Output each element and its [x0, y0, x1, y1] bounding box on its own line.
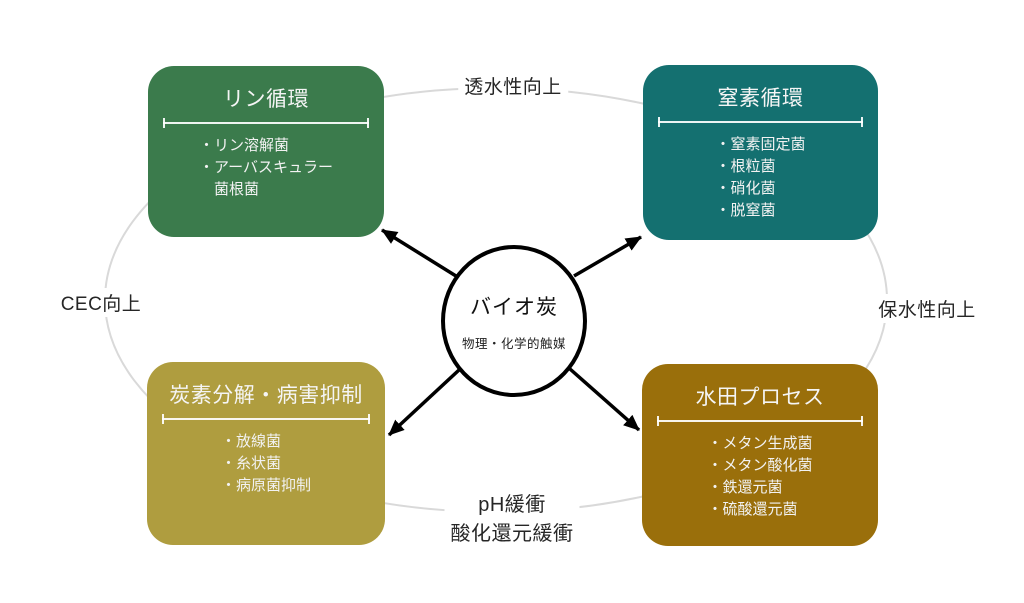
- title-divider: [658, 117, 863, 127]
- list-item: ・脱窒菌: [715, 202, 776, 219]
- edge-label-bottom-line2: 酸化還元緩衝: [450, 523, 574, 545]
- node-nitrogen-title: 窒素循環: [717, 87, 804, 110]
- center-node-biochar: バイオ炭 物理・化学的触媒: [441, 245, 587, 397]
- center-subtitle: 物理・化学的触媒: [461, 336, 566, 351]
- node-carbon-decomposition: 炭素分解・病害抑制 ・放線菌・糸状菌・病原菌抑制: [147, 362, 385, 545]
- list-item: ・放線菌: [220, 433, 281, 450]
- list-item: ・硫酸還元菌: [707, 501, 798, 518]
- list-item: ・糸状菌: [220, 455, 281, 472]
- node-nitrogen-cycle: 窒素循環 ・窒素固定菌・根粒菌・硝化菌・脱窒菌: [643, 65, 878, 240]
- title-divider: [162, 414, 370, 424]
- node-paddy-process: 水田プロセス ・メタン生成菌・メタン酸化菌・鉄還元菌・硫酸還元菌: [642, 364, 878, 546]
- list-item: ・鉄還元菌: [707, 479, 783, 496]
- edge-label-right: 保水性向上: [872, 294, 982, 323]
- arrow-to-carbon: [387, 368, 461, 437]
- edge-label-top: 透水性向上: [458, 71, 568, 100]
- node-nitrogen-items: ・窒素固定菌・根粒菌・硝化菌・脱窒菌: [715, 134, 805, 222]
- node-carbon-items: ・放線菌・糸状菌・病原菌抑制: [221, 431, 311, 497]
- list-item: ・リン溶解菌: [199, 137, 290, 154]
- node-paddy-title: 水田プロセス: [695, 386, 825, 409]
- list-item: ・窒素固定菌: [715, 136, 806, 153]
- edge-label-left: CEC向上: [54, 288, 148, 317]
- center-title: バイオ炭: [470, 295, 558, 319]
- arrow-to-phosphorus: [381, 228, 457, 278]
- node-phosphorus-items: ・リン溶解菌・アーバスキュラー菌根菌: [199, 135, 333, 201]
- list-item: ・病原菌抑制: [220, 477, 311, 494]
- node-phosphorus-title: リン循環: [223, 88, 309, 111]
- title-divider: [163, 118, 369, 128]
- list-item: ・根粒菌: [715, 158, 776, 175]
- title-divider: [657, 416, 863, 426]
- node-phosphorus-cycle: リン循環 ・リン溶解菌・アーバスキュラー菌根菌: [148, 66, 384, 237]
- arrow-to-nitrogen: [573, 235, 642, 278]
- list-item: ・アーバスキュラー菌根菌: [199, 159, 333, 198]
- list-item: ・メタン酸化菌: [707, 457, 813, 474]
- list-item: ・硝化菌: [715, 180, 776, 197]
- node-carbon-title: 炭素分解・病害抑制: [169, 384, 363, 407]
- edge-label-bottom-line1: pH緩衝: [478, 494, 546, 516]
- list-item: ・メタン生成菌: [707, 435, 813, 452]
- edge-label-bottom: pH緩衝 酸化還元緩衝: [444, 490, 580, 550]
- node-paddy-items: ・メタン生成菌・メタン酸化菌・鉄還元菌・硫酸還元菌: [707, 433, 812, 521]
- arrow-to-paddy: [568, 367, 641, 432]
